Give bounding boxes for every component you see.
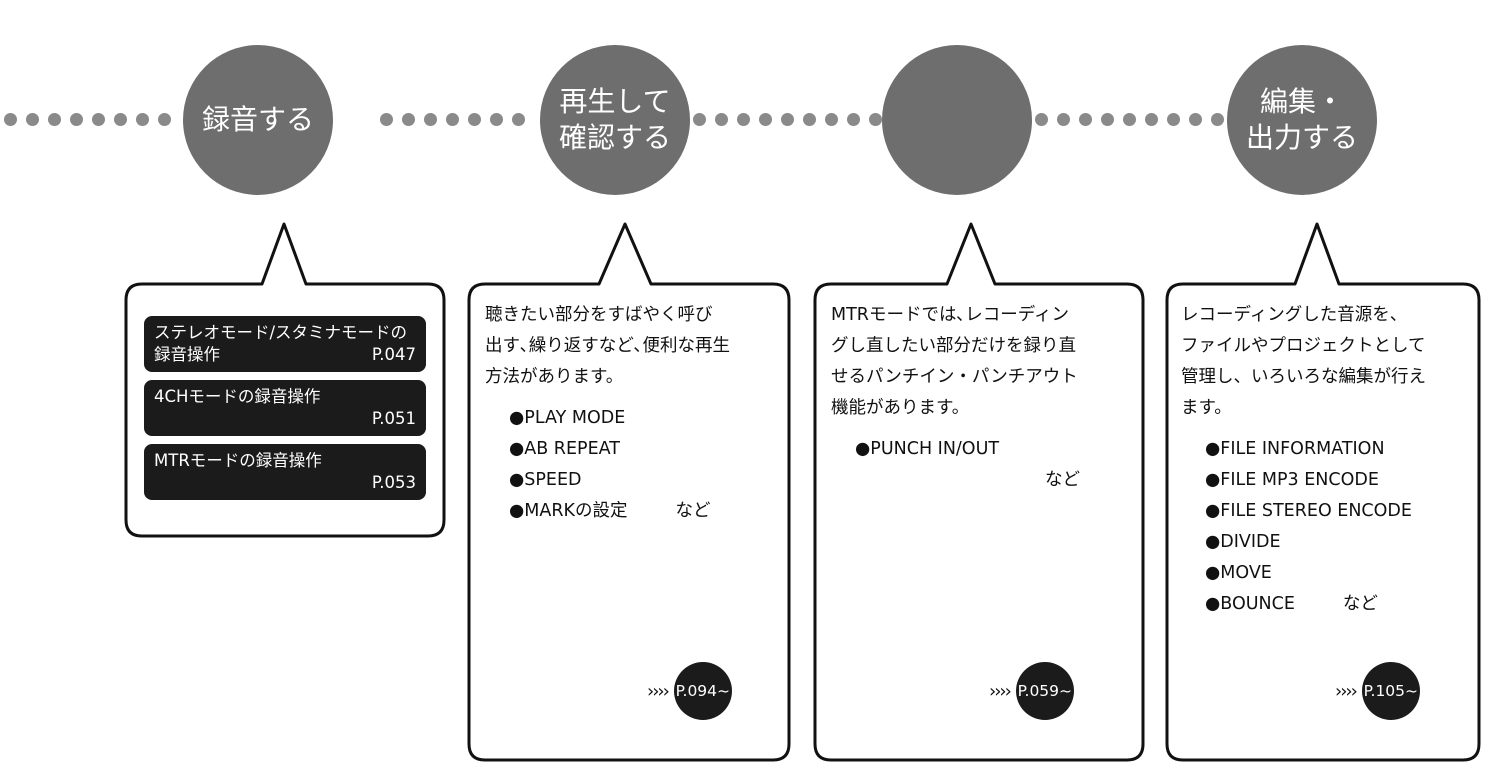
page-badge: P.059~ [1015,662,1074,720]
flow-dot [715,113,728,126]
flow-dot [759,113,772,126]
description-line: 管理し、いろいろな編集が行え [1181,367,1426,387]
description-line: グし直したい部分だけを録り直 [831,336,1076,356]
dotted-flow-line [0,113,1487,127]
step-circle-punch [882,45,1032,195]
circle-label-line-1: 編集・ [1259,85,1344,118]
flow-dot [1167,113,1180,126]
flow-dot [114,113,127,126]
callout-edit: レコーディングした音源を、 ファイルやプロジェクトとして 管理し、いろいろな編集… [1165,222,1481,764]
link-4ch-record[interactable]: 4CHモードの録音操作 P.051 [144,380,426,436]
feature-item: ●SPEED [509,470,582,490]
feature-item: ●AB REPEAT [509,439,620,459]
flow-dot [424,113,437,126]
page-reference[interactable]: ›››› P.105~ [1335,662,1420,720]
circle-label-line-2: 出力する [1245,121,1358,154]
callout-frame [813,222,1145,762]
feature-item: ●DIVIDE [1205,532,1281,552]
feature-item: ●BOUNCE [1205,594,1295,614]
callout-frame [467,222,791,762]
feature-item: ●FILE STEREO ENCODE [1205,501,1412,521]
step-circle-record: 録音する [183,45,333,195]
description-line: 聴きたい部分をすばやく呼び [485,305,713,325]
flow-dot [1057,113,1070,126]
description-line: 出す､繰り返すなど､便利な再生 [485,336,730,356]
flow-dot [1101,113,1114,126]
chevrons-icon: ›››› [989,680,1012,702]
page-badge: P.094~ [673,662,732,720]
description-line: ます。 [1181,398,1232,418]
page-reference[interactable]: ›››› P.059~ [989,662,1074,720]
flow-dot [402,113,415,126]
flow-dot [136,113,149,126]
flow-dot [468,113,481,126]
flow-dot [1123,113,1136,126]
flow-dot [512,113,525,126]
link-page: P.053 [371,473,416,492]
feature-item: ●PUNCH IN/OUT [855,439,1000,459]
flow-dot [446,113,459,126]
link-page: P.047 [371,345,416,364]
flow-dot [92,113,105,126]
link-title: MTRモードの録音操作 [154,451,322,470]
step-circle-edit: 編集・出力する [1227,45,1377,195]
feature-item: ●MOVE [1205,563,1272,583]
feature-item: ●MARKの設定 [509,501,628,521]
chevrons-icon: ›››› [1335,680,1358,702]
flow-dot [48,113,61,126]
flow-dot [693,113,706,126]
description-line: せるパンチイン・パンチアウト [831,367,1078,387]
page-badge: P.105~ [1361,662,1420,720]
etc-label: など [675,501,711,521]
circle-label-line-1: 再生して [559,85,671,118]
chevrons-icon: ›››› [647,680,670,702]
flow-dot [869,113,882,126]
flow-dot [1211,113,1224,126]
description-line: 方法があります。 [485,367,624,387]
step-circle-playback: 再生して確認する [540,45,690,195]
feature-item: ●PLAY MODE [509,408,626,428]
link-subtitle: 録音操作 [154,345,220,364]
flow-dot [1079,113,1092,126]
etc-label: など [1342,594,1378,614]
description-line: ファイルやプロジェクトとして [1181,336,1426,356]
description-line: MTRモードでは､レコーディン [831,305,1069,325]
etc-label: など [1045,470,1080,490]
link-page: P.051 [371,409,416,428]
flow-dot [847,113,860,126]
description-line: レコーディングした音源を、 [1181,305,1408,325]
flow-dot [1189,113,1202,126]
circle-label-line-2: 確認する [558,121,671,154]
link-stereo-stamina-record[interactable]: ステレオモード/スタミナモードの 録音操作 P.047 [144,316,426,372]
description-line: 機能があります。 [831,398,970,418]
callout-punch: MTRモードでは､レコーディン グし直したい部分だけを録り直 せるパンチイン・パ… [813,222,1145,764]
flow-dot [26,113,39,126]
feature-item: ●FILE MP3 ENCODE [1205,470,1379,490]
page-reference[interactable]: ›››› P.094~ [647,662,732,720]
feature-item: ●FILE INFORMATION [1205,439,1385,459]
link-title: 4CHモードの録音操作 [154,387,321,406]
flow-dot [70,113,83,126]
flow-dot [4,113,17,126]
link-title: ステレオモード/スタミナモードの [154,323,408,342]
flow-dot [1145,113,1158,126]
flow-dot [803,113,816,126]
flow-dot [825,113,838,126]
link-mtr-record[interactable]: MTRモードの録音操作 P.053 [144,444,426,500]
callout-frame [1165,222,1481,762]
callout-playback: 聴きたい部分をすばやく呼び 出す､繰り返すなど､便利な再生 方法があります。 ●… [467,222,791,764]
flow-dot [380,113,393,126]
flow-dot [1035,113,1048,126]
circle-label-line-1: 録音する [201,103,314,136]
callout-record: ステレオモード/スタミナモードの 録音操作 P.047 4CHモードの録音操作 … [124,222,446,540]
flow-dot [158,113,171,126]
flow-dot [781,113,794,126]
flow-dot [737,113,750,126]
flow-dot [490,113,503,126]
